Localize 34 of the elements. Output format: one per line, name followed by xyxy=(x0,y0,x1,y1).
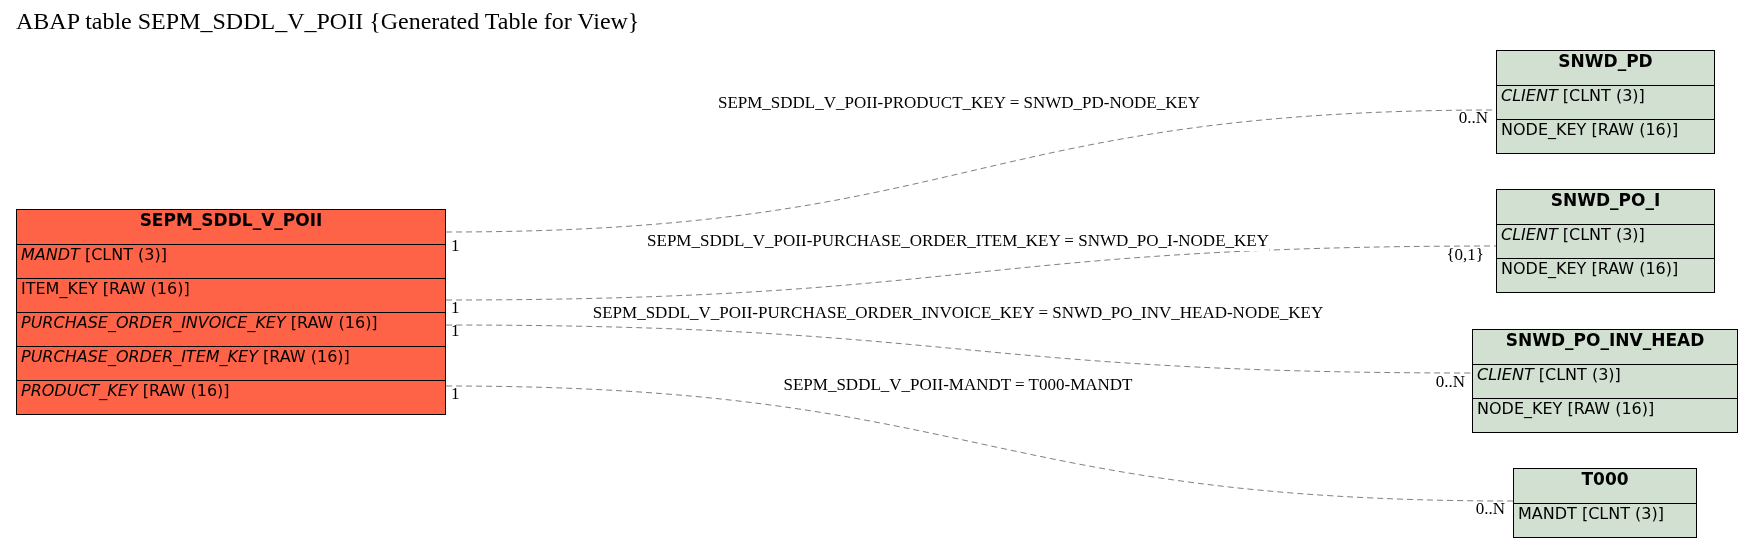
field-row: CLIENT [CLNT (3)] xyxy=(1473,364,1737,398)
diagram-title: ABAP table SEPM_SDDL_V_POII {Generated Table for View} xyxy=(16,8,640,35)
field-row: NODE_KEY [RAW (16)] xyxy=(1497,119,1714,153)
cardinality-label: 1 xyxy=(451,236,460,256)
field-row: PRODUCT_KEY [RAW (16)] xyxy=(17,380,445,414)
field-row: NODE_KEY [RAW (16)] xyxy=(1497,258,1714,292)
table-header: T000 xyxy=(1580,469,1630,491)
table-header: SNWD_PD xyxy=(1557,51,1654,73)
field-row: MANDT [CLNT (3)] xyxy=(17,244,445,278)
cardinality-label: 1 xyxy=(451,384,460,404)
table-header: SNWD_PO_I xyxy=(1549,190,1662,212)
cardinality-label: 0..N xyxy=(1458,108,1488,128)
entity-table xyxy=(16,209,446,415)
cardinality-label: 1 xyxy=(451,298,460,318)
field-row: PURCHASE_ORDER_ITEM_KEY [RAW (16)] xyxy=(17,346,445,380)
cardinality-label: 1 xyxy=(451,321,460,341)
relationship-line xyxy=(445,324,1473,374)
entity-table xyxy=(1496,50,1715,154)
field-row: PURCHASE_ORDER_INVOICE_KEY [RAW (16)] xyxy=(17,312,445,346)
cardinality-label: 0..N xyxy=(1435,372,1465,392)
cardinality-label: {0,1} xyxy=(1446,245,1484,265)
table-header: SEPM_SDDL_V_POII xyxy=(138,210,324,232)
relationship-line xyxy=(445,385,1514,502)
field-row: CLIENT [CLNT (3)] xyxy=(1497,85,1714,119)
cardinality-label: 0..N xyxy=(1475,499,1505,519)
relationship-line xyxy=(445,245,1497,301)
entity-table xyxy=(1472,329,1738,433)
entity-table xyxy=(1513,468,1697,538)
table-header: SNWD_PO_INV_HEAD xyxy=(1504,330,1706,352)
entity-table xyxy=(1496,189,1715,293)
field-row: ITEM_KEY [RAW (16)] xyxy=(17,278,445,312)
field-row: MANDT [CLNT (3)] xyxy=(1514,503,1696,537)
field-row: NODE_KEY [RAW (16)] xyxy=(1473,398,1737,432)
field-row: CLIENT [CLNT (3)] xyxy=(1497,224,1714,258)
